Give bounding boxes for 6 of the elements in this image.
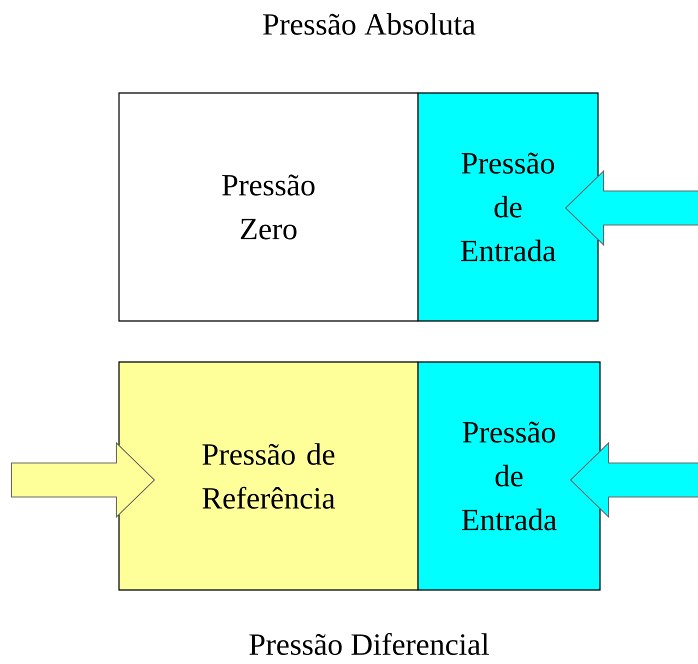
text-box: Pressão de Entrada: [417, 92, 599, 322]
text-box: Pressão de Referência: [118, 361, 419, 591]
text-box: Pressão de Entrada: [417, 361, 601, 591]
caption: Pressão Diferencial: [249, 632, 489, 655]
title: Pressão Absoluta: [263, 13, 476, 35]
text-box: Pressão Zero: [118, 92, 419, 322]
